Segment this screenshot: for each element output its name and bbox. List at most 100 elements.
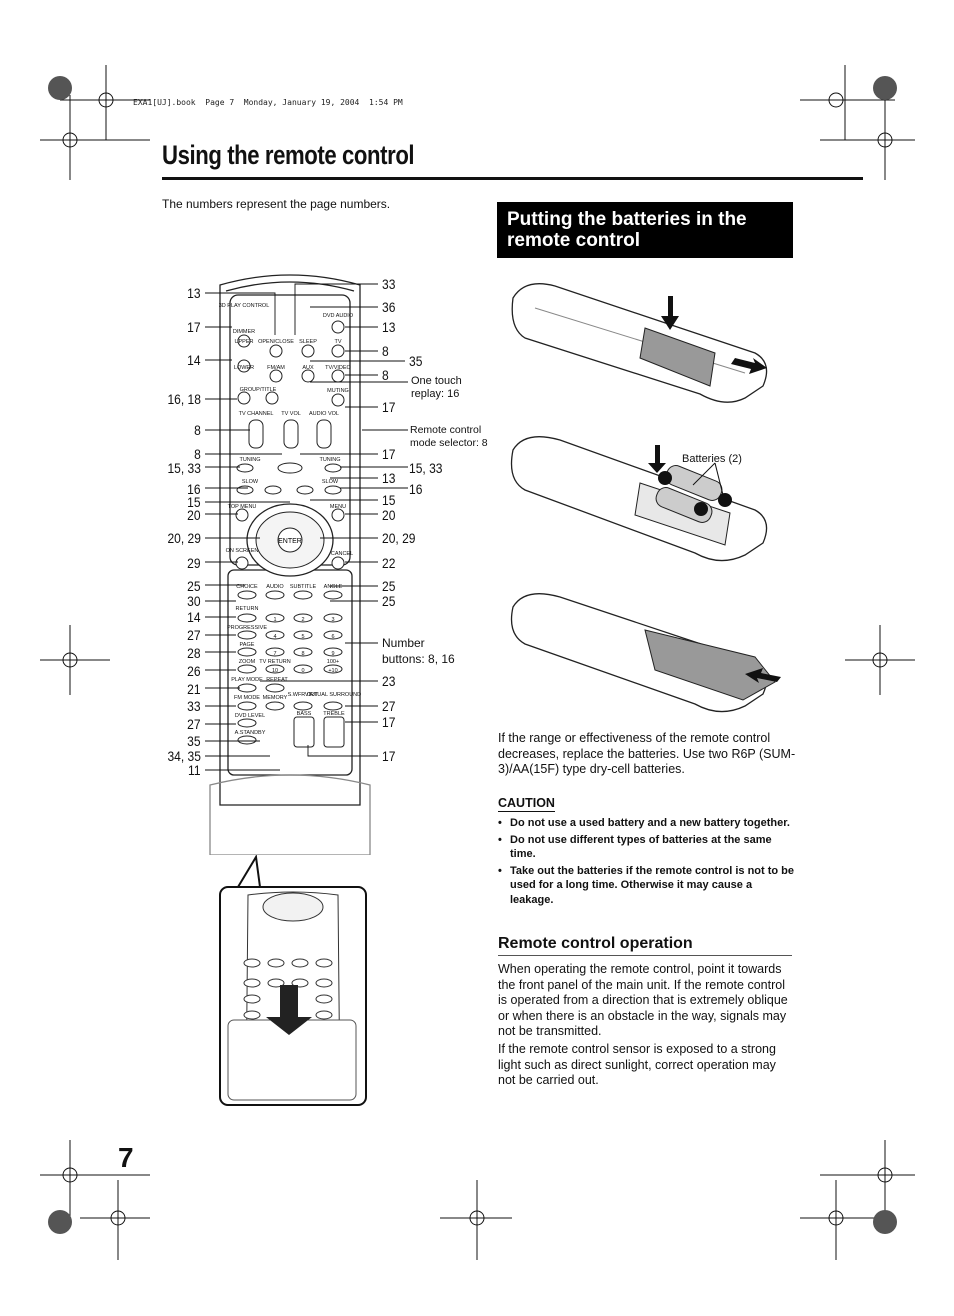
muting-label: MUTING [327, 388, 349, 394]
digit-5: 5 [301, 634, 304, 640]
tv-channel-label: TV CHANNEL [239, 411, 274, 417]
callout-right-7: 17 [382, 399, 396, 415]
note-mode-selector: Remote control mode selector: 8 [410, 424, 488, 449]
plus10-label: 100+ [327, 659, 339, 665]
digit-1: 1 [273, 617, 276, 623]
callout-right-9: 15, 33 [409, 460, 443, 476]
operation-heading: Remote control operation [498, 935, 792, 956]
audio-vol-label: AUDIO VOL [309, 411, 339, 417]
callout-right-12: 15 [382, 492, 396, 508]
callout-left-1: 13 [187, 285, 201, 301]
callout-left-11: 20, 29 [167, 530, 201, 546]
callout-right-6: 8 [382, 367, 389, 383]
callout-right-19: 27 [382, 698, 396, 714]
callout-left-9: 15 [187, 494, 201, 510]
cancel-label: CANCEL [331, 551, 353, 557]
open-close-label: OPEN/CLOSE [258, 339, 294, 345]
a-standby-label: A.STANDBY [235, 730, 266, 736]
callout-left-18: 26 [187, 663, 201, 679]
callout-right-21: 17 [382, 748, 396, 764]
callout-left-5: 8 [194, 422, 201, 438]
callout-right-13: 20 [382, 507, 396, 523]
operation-paragraph-2: If the remote control sensor is exposed … [498, 1042, 776, 1087]
lower-label: LOWER [234, 365, 254, 371]
digit-7: 7 [273, 651, 276, 657]
top-menu-label: TOP MENU [228, 504, 257, 510]
callout-right-11: 16 [409, 481, 423, 497]
progressive-label: PROGRESSIVE [227, 625, 267, 631]
digit-10: 10 [272, 668, 278, 674]
play-mode-label: PLAY MODE [231, 677, 263, 683]
callout-left-23: 34, 35 [167, 748, 201, 764]
on-screen-label: ON SCREEN [226, 548, 259, 554]
callout-left-20: 33 [187, 698, 201, 714]
bass-label: BASS [297, 711, 312, 717]
callout-right-15: 22 [382, 555, 396, 571]
digit-9: 9 [331, 651, 334, 657]
subtitle-label: SUBTITLE [290, 584, 317, 590]
caution-list: Do not use a used battery and a new batt… [498, 816, 798, 909]
audio-label: AUDIO [266, 584, 284, 590]
page-title: Using the remote control [162, 140, 415, 170]
callout-left-15: 14 [187, 609, 201, 625]
section-heading: Putting the batteries in the remote cont… [507, 209, 747, 251]
enter-label: ENTER [278, 538, 302, 545]
callout-right-2: 36 [382, 299, 396, 315]
callout-left-21: 27 [187, 716, 201, 732]
intro-text: The numbers represent the page numbers. [162, 197, 391, 211]
title-rule [162, 177, 863, 180]
dimmer-label: DIMMER [233, 329, 255, 335]
remote-insert-illustration [219, 855, 367, 1106]
menu-label: MENU [330, 504, 346, 510]
dvd-audio-label: DVD AUDIO [323, 313, 354, 319]
callout-right-4: 8 [382, 343, 389, 359]
angle-label: ANGLE [324, 584, 343, 590]
sleep-label: SLEEP [299, 339, 317, 345]
callout-left-3: 14 [187, 352, 201, 368]
callout-right-10: 13 [382, 470, 396, 486]
zoom-label: ZOOM [239, 659, 256, 665]
battery-step-2-illustration [510, 436, 768, 562]
aux-label: AUX [302, 365, 314, 371]
page-number: 7 [118, 1142, 134, 1173]
digit-6: 6 [331, 634, 334, 640]
digit-plus10: +10 [328, 668, 337, 674]
callout-right-1: 33 [382, 276, 396, 292]
callout-right-3: 13 [382, 319, 396, 335]
batteries-label: Batteries (2) [682, 453, 742, 465]
upper-label: UPPER [235, 339, 254, 345]
callout-left-17: 28 [187, 645, 201, 661]
callout-left-12: 29 [187, 555, 201, 571]
tv-return-label: TV RETURN [259, 659, 291, 665]
fm-mode-label: FM MODE [234, 695, 260, 701]
caution-item: Do not use a used battery and a new batt… [498, 816, 798, 831]
digit-2: 2 [301, 617, 304, 623]
callout-right-17: 25 [382, 593, 396, 609]
callout-right-8: 17 [382, 446, 396, 462]
digit-3: 3 [331, 617, 334, 623]
battery-step-1-illustration [511, 283, 768, 403]
callout-left-16: 27 [187, 627, 201, 643]
digit-8: 8 [301, 651, 304, 657]
dvd-level-label: DVD LEVEL [235, 713, 265, 719]
caution-item: Do not use different types of batteries … [498, 833, 798, 862]
callout-left-10: 20 [187, 507, 201, 523]
virtual-surround-label: VIRTUAL SURROUND [305, 692, 361, 698]
callout-left-8: 16 [187, 481, 201, 497]
callout-left-6: 8 [194, 446, 201, 462]
callout-right-16: 25 [382, 578, 396, 594]
choice-label: CHOICE [236, 584, 258, 590]
callout-right-18: 23 [382, 673, 396, 689]
callout-left-7: 15, 33 [167, 460, 201, 476]
tv-video-label: TV/VIDEO [325, 365, 351, 371]
callout-left-4: 16, 18 [167, 391, 201, 407]
memory-label: MEMORY [263, 695, 288, 701]
caution-item: Take out the batteries if the remote con… [498, 864, 798, 908]
callout-right-14: 20, 29 [382, 530, 416, 546]
digit-0: 0 [301, 668, 304, 674]
slow-minus-label: SLOW [242, 479, 259, 485]
callout-left-14: 30 [187, 593, 201, 609]
display-label: 3D PLAY CONTROL [219, 303, 270, 309]
fm-am-label: FM/AM [267, 365, 285, 371]
